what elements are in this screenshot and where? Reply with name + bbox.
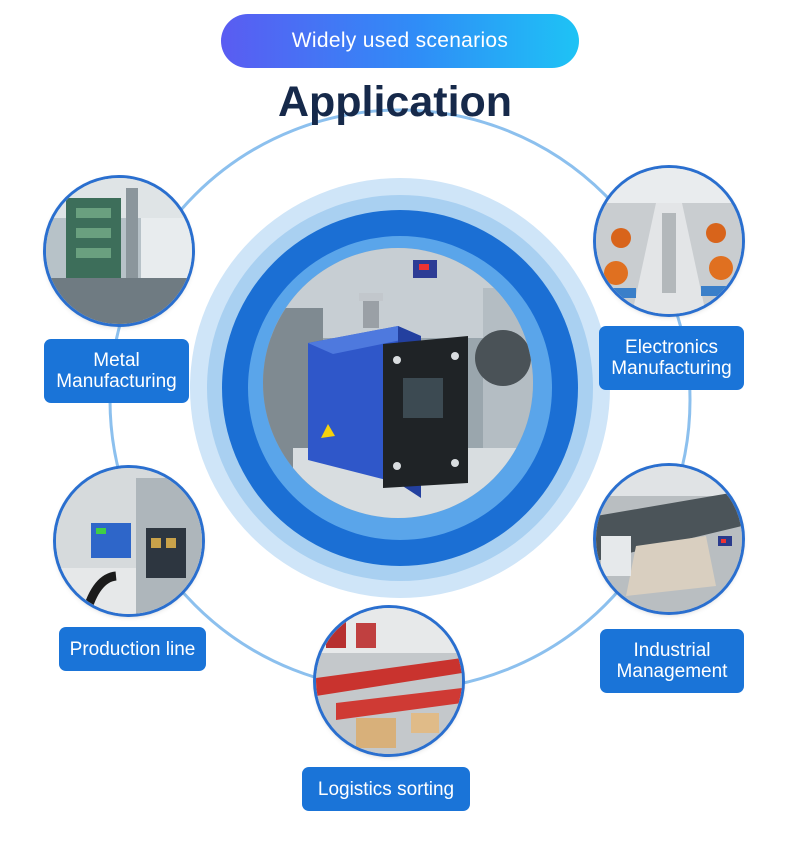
production-line-label: Production line [59, 627, 206, 671]
electronics-manufacturing-image [596, 168, 742, 314]
industrial-management-image [596, 466, 742, 612]
logistics-sorting-image [316, 608, 462, 754]
production-line-image [56, 468, 202, 614]
page-title: Application [277, 78, 513, 126]
logistics-sorting-label: Logistics sorting [302, 767, 470, 811]
metal-manufacturing-image [46, 178, 192, 324]
electronics-manufacturing-label: Electronics Manufacturing [599, 326, 744, 390]
barcode-scanner-image [263, 248, 533, 518]
metal-manufacturing-label: Metal Manufacturing [44, 339, 189, 403]
industrial-management-label: Industrial Management [600, 629, 744, 693]
scenario-badge: Widely used scenarios [221, 14, 579, 68]
